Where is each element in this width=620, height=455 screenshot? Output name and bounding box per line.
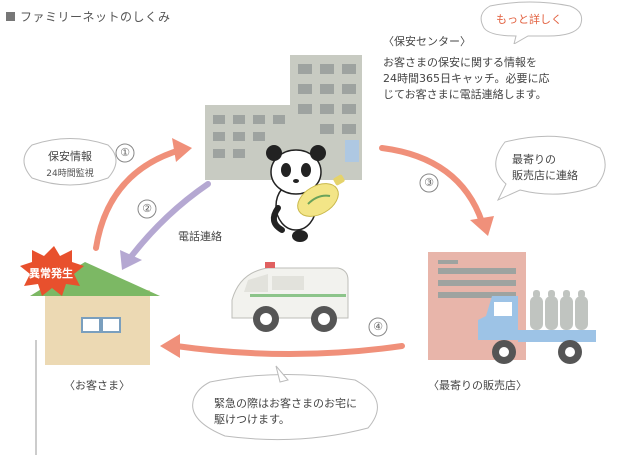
alert-burst-icon <box>20 246 84 296</box>
step1-sub: 24時間監視 <box>46 169 94 179</box>
step4-number: ④ <box>373 320 383 333</box>
alert-label: 異常発生 <box>29 267 73 280</box>
step2-label: 電話連絡 <box>178 230 222 243</box>
arrow-step4 <box>160 334 405 358</box>
step3-circle <box>419 173 439 193</box>
center-desc-line-2: 24時間365日キャッチ。必要に応 <box>383 72 550 85</box>
car-icon <box>231 262 349 332</box>
security-center-building-icon <box>205 55 362 180</box>
step4-circle <box>368 317 388 337</box>
customer-label: 〈お客さま〉 <box>64 379 130 392</box>
step1-main: 保安情報 <box>48 150 92 163</box>
bubble-step4 <box>192 373 378 441</box>
more-details-button[interactable]: もっと詳しく <box>496 13 562 26</box>
square-bullet-icon <box>6 12 15 21</box>
bubble-step3 <box>495 135 606 202</box>
step4-line-2: 駆けつけます。 <box>214 413 290 426</box>
center-desc-line-3: じてお客さまに電話連絡します。 <box>383 88 547 101</box>
more-button-bubble <box>480 1 583 44</box>
step1-number: ① <box>120 146 130 159</box>
center-desc-line-1: お客さまの保安に関する情報を <box>383 56 537 69</box>
step4-line-1: 緊急の際はお客さまのお宅に <box>214 397 357 410</box>
center-heading: 〈保安センター〉 <box>383 35 471 48</box>
panda-mascot-icon <box>266 145 345 242</box>
arrow-step2 <box>120 181 211 270</box>
step3-number: ③ <box>424 176 434 189</box>
bubble-step1 <box>23 138 117 186</box>
page-title: ファミリーネットのしくみ <box>6 8 170 25</box>
step2-circle <box>137 199 157 219</box>
step3-line-2: 販売店に連絡 <box>512 169 578 182</box>
step3-line-1: 最寄りの <box>512 153 556 166</box>
arrow-step3 <box>379 145 494 236</box>
arrow-step1 <box>93 138 192 251</box>
step2-number: ② <box>142 202 152 215</box>
step1-circle <box>115 143 135 163</box>
gas-truck-icon <box>478 290 596 364</box>
shop-label: 〈最寄りの販売店〉 <box>428 379 527 392</box>
